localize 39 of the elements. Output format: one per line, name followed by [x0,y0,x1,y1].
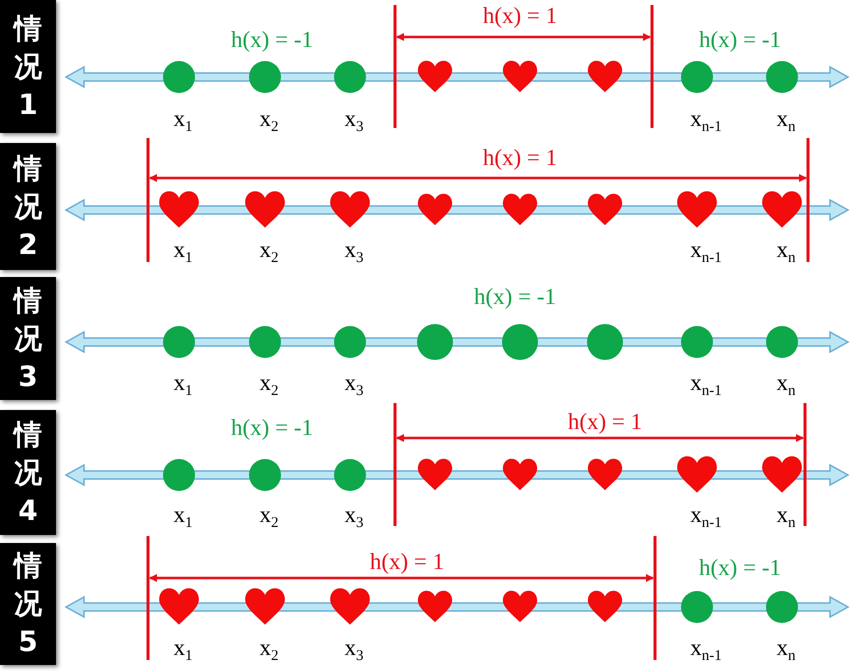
point-label: x$_{3}$ [344,237,364,263]
point-label: x$_{2}$ [260,237,278,263]
region-label: h(x) = -1 [699,27,781,53]
point-label: x$_{n-1}$ [690,502,722,528]
point-label: x$_{3}$ [344,106,364,132]
case-label: 情况2 [0,143,56,270]
point-label: x$_{3}$ [344,502,364,528]
point-label: x$_{3}$ [344,370,364,396]
point-label: x$_{2}$ [260,370,278,396]
point-label: x$_{1}$ [174,237,192,263]
point-label: x$_{3}$ [344,635,364,661]
region-label: h(x) = 1 [482,3,558,29]
point-label: x$_{1}$ [174,502,192,528]
region-label: h(x) = 1 [568,409,642,435]
case-label: 情况1 [0,0,56,133]
case-label: 情况5 [0,543,56,665]
point-label: x$_{n}$ [776,502,796,528]
point-label: x$_{1}$ [174,106,192,132]
region-label: h(x) = -1 [231,27,313,53]
region-label: h(x) = -1 [231,415,313,441]
point-label: x$_{n-1}$ [690,635,722,661]
point-label: x$_{n-1}$ [690,237,722,263]
case-label: 情况4 [0,410,56,535]
point-label: x$_{n-1}$ [690,370,722,396]
region-label: h(x) = 1 [370,549,444,575]
point-label: x$_{n}$ [776,635,796,661]
point-label: x$_{1}$ [174,635,192,661]
case-label: 情况3 [0,277,56,400]
point-label: x$_{1}$ [174,370,192,396]
point-label: x$_{n}$ [776,370,796,396]
point-label: x$_{2}$ [260,106,278,132]
region-label: h(x) = -1 [699,555,781,581]
point-label: x$_{n}$ [776,237,796,263]
point-label: x$_{2}$ [260,502,278,528]
region-label: h(x) = 1 [482,145,558,171]
point-label: x$_{n-1}$ [690,106,722,132]
region-label: h(x) = -1 [474,284,556,310]
point-label: x$_{2}$ [260,635,278,661]
point-label: x$_{n}$ [776,106,796,132]
